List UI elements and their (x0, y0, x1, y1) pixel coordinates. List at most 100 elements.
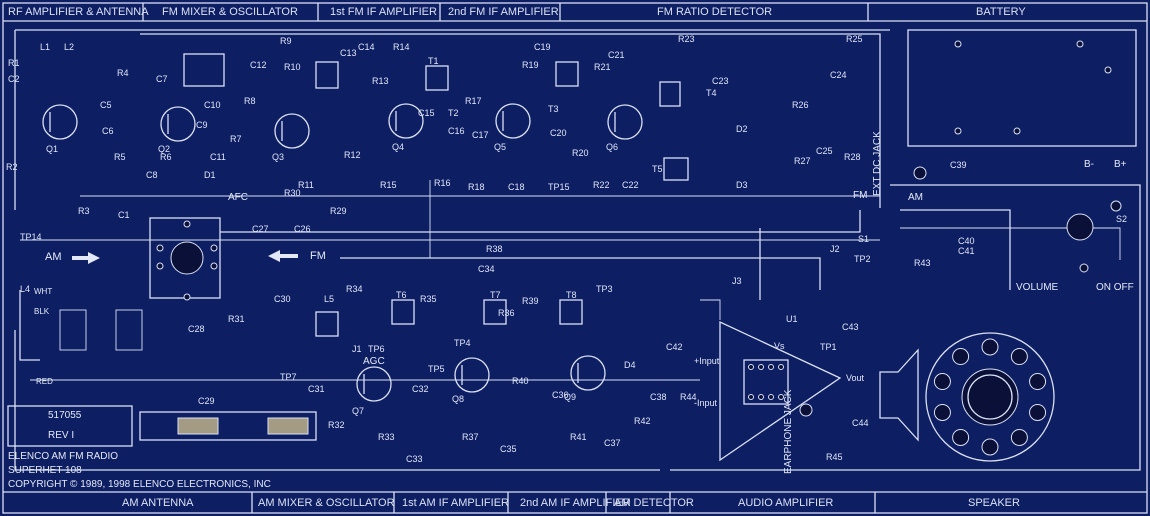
ref-c13: C13 (340, 48, 357, 58)
ref-r28: R28 (844, 152, 861, 162)
ref-tp3: TP3 (596, 284, 613, 294)
ref-c40: C40 (958, 236, 975, 246)
ref-t7: T7 (490, 290, 501, 300)
ref-r43: R43 (914, 258, 931, 268)
ref-r19: R19 (522, 60, 539, 70)
ref-l5: L5 (324, 294, 334, 304)
ref-c12: C12 (250, 60, 267, 70)
section-bottom-4: AM DETECTOR (614, 497, 694, 509)
ref-c43: C43 (842, 322, 859, 332)
ref-c7: C7 (156, 74, 168, 84)
ref-r29: R29 (330, 206, 347, 216)
ref-r16: R16 (434, 178, 451, 188)
am-switch-label: AM (908, 192, 923, 203)
ref-l1: L1 (40, 42, 50, 52)
ref-c29: C29 (198, 396, 215, 406)
ref-r35: R35 (420, 294, 437, 304)
ref-q5: Q5 (494, 142, 506, 152)
ref-l2: L2 (64, 42, 74, 52)
ref-tp14: TP14 (20, 232, 42, 242)
ref-c23: C23 (712, 76, 729, 86)
ref-c11: C11 (210, 152, 226, 162)
ref-d3: D3 (736, 180, 748, 190)
ref-c44: C44 (852, 418, 869, 428)
ref-r30: R30 (284, 188, 301, 198)
ref-s1: S1 (858, 234, 869, 244)
am-arrow-label: AM (45, 251, 62, 263)
volume-label: VOLUME (1016, 282, 1059, 293)
section-bottom-0: AM ANTENNA (122, 497, 194, 509)
ref-c24: C24 (830, 70, 847, 80)
section-top-3: 2nd FM IF AMPLIFIER (448, 6, 559, 18)
ref-q6: Q6 (606, 142, 618, 152)
fm-arrow-icon (268, 250, 298, 262)
ref-c37: C37 (604, 438, 621, 448)
speaker-symbol (879, 348, 919, 442)
ref-q3: Q3 (272, 152, 284, 162)
speaker-hole (1010, 348, 1028, 366)
speaker-hole (981, 438, 999, 456)
part-label-box (7, 405, 133, 447)
ref-t3: T3 (548, 104, 559, 114)
ref-tp6: TP6 (368, 344, 385, 354)
ref-r32: R32 (328, 420, 345, 430)
ref-c20: C20 (550, 128, 567, 138)
ref-r42: R42 (634, 416, 651, 426)
ref-q8: Q8 (452, 394, 464, 404)
ref-r44: R44 (680, 392, 697, 402)
ref-tp5: TP5 (428, 364, 445, 374)
ref-q2: Q2 (158, 144, 170, 154)
blk-label: BLK (34, 307, 50, 316)
ref-q7: Q7 (352, 406, 364, 416)
earphone-jack-label: EARPHONE JACK (783, 389, 794, 474)
ref-c36: C36 (552, 390, 569, 400)
ref-t1: T1 (428, 56, 439, 66)
ref-r15: R15 (380, 180, 397, 190)
ref-r33: R33 (378, 432, 395, 442)
ref-c18: C18 (508, 182, 525, 192)
ref-r17: R17 (465, 96, 482, 106)
speaker-hole (1029, 403, 1047, 421)
fm-switch-label: FM (853, 190, 868, 201)
ref-r13: R13 (372, 76, 389, 86)
agc-label: AGC (363, 356, 385, 367)
ref-c21: C21 (608, 50, 625, 60)
ref-c42: C42 (666, 342, 683, 352)
ext-dc-jack-label: EXT DC JACK (872, 131, 883, 196)
ref-j2: J2 (830, 244, 840, 254)
ref-r18: R18 (468, 182, 485, 192)
ref-r8: R8 (244, 96, 256, 106)
section-bottom-5: AUDIO AMPLIFIER (738, 497, 833, 509)
section-bottom-1: AM MIXER & OSCILLATOR (258, 497, 395, 509)
ref-t2: T2 (448, 108, 459, 118)
footer-line-1: ELENCO AM FM RADIO (8, 451, 119, 462)
ref-r40: R40 (512, 376, 529, 386)
ref-tp15: TP15 (548, 182, 570, 192)
speaker-hole (981, 338, 999, 356)
transistor-q1 (42, 104, 78, 140)
ref-c30: C30 (274, 294, 291, 304)
vout-label: Vout (846, 373, 865, 383)
ref-r23: R23 (678, 34, 695, 44)
ref-r6: R6 (160, 152, 172, 162)
transistor-q2 (160, 106, 196, 142)
ref-c5: C5 (100, 100, 112, 110)
wht-label: WHT (34, 287, 53, 296)
section-bottom-2: 1st AM IF AMPLIFIER (402, 497, 509, 509)
ref-r4: R4 (117, 68, 129, 78)
input-minus-label: -Input (694, 398, 718, 408)
part-number: 517055 (48, 410, 82, 421)
transistor-q8 (454, 357, 490, 393)
afc-label: AFC (228, 192, 248, 203)
speaker-hole (1010, 428, 1028, 446)
ref-tp1: TP1 (820, 342, 837, 352)
transistor-q9 (570, 355, 606, 391)
ref-c15: C15 (418, 108, 435, 118)
ref-tp4: TP4 (454, 338, 471, 348)
ref-c14: C14 (358, 42, 375, 52)
ref-r2: R2 (6, 162, 18, 172)
ref-r20: R20 (572, 148, 589, 158)
